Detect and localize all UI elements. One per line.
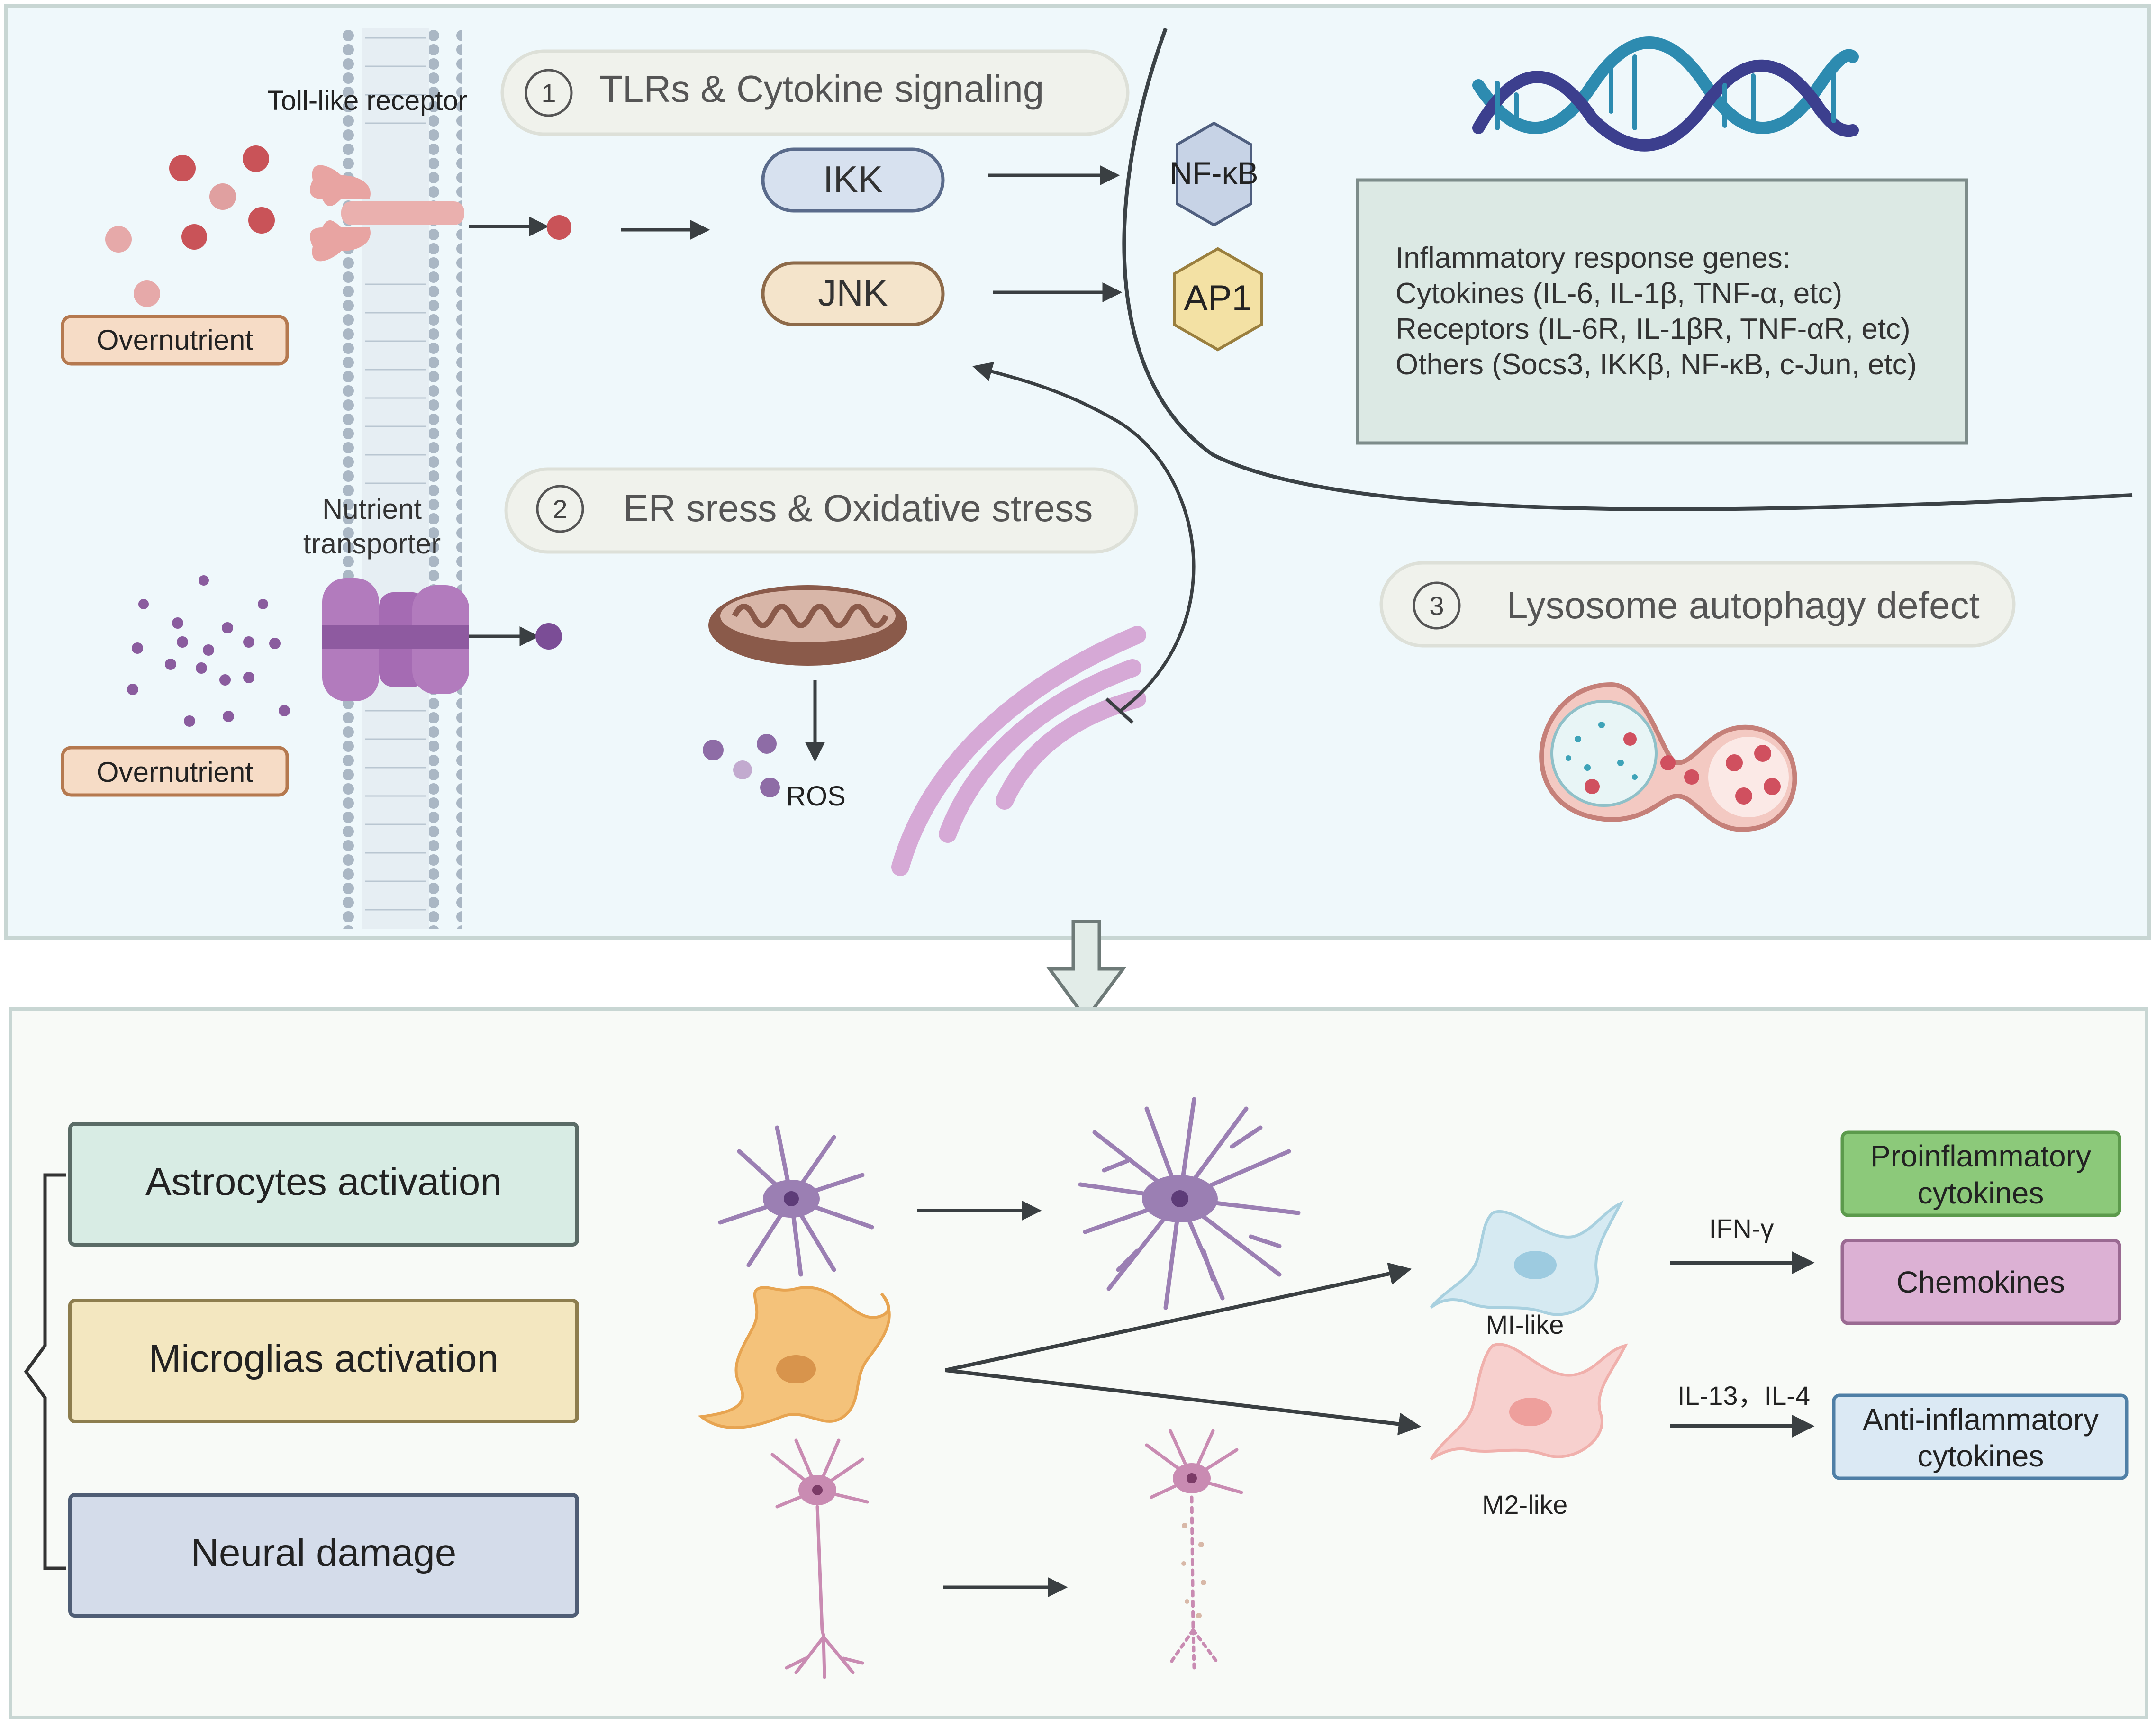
resting-microglia-icon	[698, 1286, 891, 1429]
pathway2-title: ER sress & Oxidative stress	[623, 487, 1093, 529]
genes-line4: Others (Socs3, IKKβ, NF-κB, c-Jun, etc)	[1395, 348, 1917, 381]
pathway3-title: Lysosome autophagy defect	[1507, 584, 1980, 626]
nucleus-boundary	[1122, 27, 2133, 511]
pathway1-number-circle	[525, 69, 573, 117]
reactive-astrocyte-icon	[1078, 1097, 1301, 1310]
pathway1-pill	[500, 49, 1130, 136]
ros-label: ROS	[786, 781, 846, 812]
proinflammatory-line2: cytokines	[1918, 1176, 2044, 1210]
neural-label: Neural damage	[191, 1531, 457, 1574]
ikk-box	[761, 147, 945, 213]
anti-inflammatory-box	[1832, 1393, 2129, 1480]
ifn-label: IFN-γ	[1709, 1213, 1774, 1243]
neural-box	[68, 1493, 579, 1618]
astrocytes-label: Astrocytes activation	[145, 1160, 502, 1203]
toll-like-receptor-icon	[310, 165, 464, 262]
nfkb-label: NF-κB	[1170, 155, 1259, 190]
mitochondrion-icon	[708, 585, 907, 666]
m2-microglia-icon	[1430, 1343, 1628, 1461]
chemokines-box	[1840, 1239, 2121, 1325]
genes-line3: Receptors (IL-6R, IL-1βR, TNF-αR, etc)	[1395, 313, 1911, 345]
nutrient-transporter-label-line1: Nutrient	[322, 493, 422, 525]
overnutrient-box-top	[61, 315, 289, 366]
neuron-debris	[1181, 1523, 1206, 1618]
feedback-arrow	[972, 362, 1196, 712]
pathway1-number: 1	[541, 78, 556, 108]
outcomes-bracket	[24, 1173, 66, 1570]
ap1-shape	[1173, 247, 1263, 352]
jnk-label: JNK	[818, 272, 888, 314]
overnutrient-label-top: Overnutrient	[97, 324, 253, 356]
pathway3-number: 3	[1429, 591, 1444, 621]
overnutrient-label-bottom: Overnutrient	[97, 756, 253, 788]
pathway1-title: TLRs & Cytokine signaling	[599, 68, 1044, 110]
il-label: IL-13，IL-4	[1677, 1381, 1810, 1411]
down-arrow-icon	[1046, 920, 1126, 1022]
pathway2-pill	[504, 467, 1138, 554]
genes-line1: Inflammatory response genes:	[1395, 242, 1791, 274]
autolysosome-icon	[1539, 682, 1797, 832]
jnk-box	[761, 261, 945, 326]
pathway3-number-circle	[1413, 581, 1461, 630]
anti-inflammatory-line2: cytokines	[1918, 1439, 2044, 1473]
anti-inflammatory-line1: Anti-inflammatory	[1863, 1402, 2099, 1437]
cell-membrane	[329, 28, 462, 929]
ros-particles	[703, 734, 780, 797]
proinflammatory-line1: Proinflammatory	[1870, 1139, 2091, 1173]
genes-line2: Cytokines (IL-6, IL-1β, TNF-α, etc)	[1395, 277, 1842, 310]
feedback-inhibit-bar	[1105, 697, 1134, 724]
microglias-box	[68, 1299, 579, 1423]
astrocytes-box	[68, 1122, 579, 1247]
dna-icon	[1472, 36, 1859, 152]
nutrient-transporter-icon	[322, 578, 469, 701]
proinflammatory-box	[1840, 1130, 2121, 1217]
pathway2-number-circle	[536, 485, 584, 533]
m1-microglia-icon	[1430, 1200, 1624, 1316]
overnutrient-box-bottom	[61, 746, 289, 797]
nutrient-transporter-label-line2: transporter	[303, 528, 441, 560]
ikk-label: IKK	[823, 158, 883, 200]
healthy-neuron-icon	[770, 1438, 869, 1679]
overnutrient-particles-top	[105, 145, 275, 307]
resting-astrocyte-icon	[718, 1125, 874, 1277]
microglias-label: Microglias activation	[149, 1337, 498, 1380]
signal-particle-red	[547, 215, 571, 240]
toll-like-receptor-label: Toll-like receptor	[267, 85, 467, 116]
m2-arrow	[945, 1368, 1422, 1436]
signal-particle-purple	[535, 623, 562, 650]
pathway2-number: 2	[553, 494, 567, 524]
overnutrient-particles-bottom	[127, 575, 290, 727]
damaged-neuron-icon	[1145, 1429, 1243, 1670]
ap1-label: AP1	[1184, 278, 1252, 318]
chemokines-label: Chemokines	[1896, 1265, 2065, 1299]
m1-arrow	[945, 1262, 1412, 1372]
m1-label: MI-like	[1486, 1310, 1564, 1339]
nfkb-shape	[1176, 121, 1252, 227]
m2-label: M2-like	[1482, 1490, 1567, 1519]
inflammatory-genes-box	[1356, 178, 1968, 445]
pathway3-pill	[1379, 561, 2016, 648]
